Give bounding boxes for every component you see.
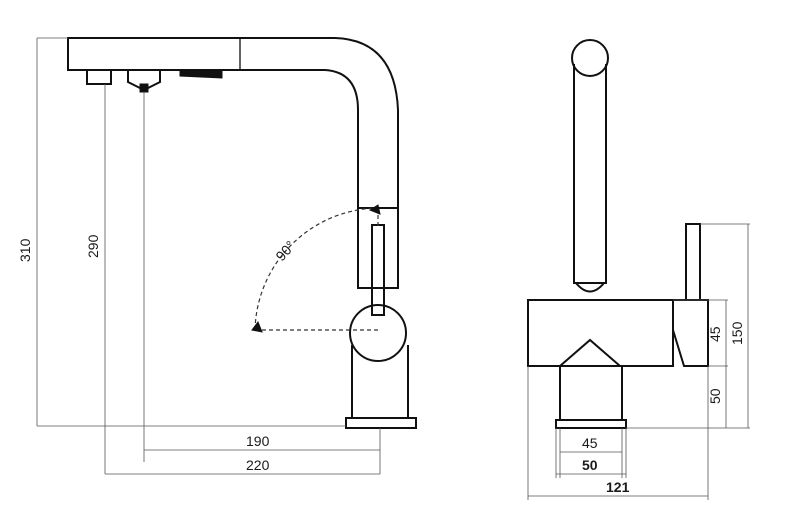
lever-front [672, 223, 709, 367]
dim-reach-190: 190 [144, 428, 381, 474]
dim-width-50: 50 [555, 428, 627, 478]
side-view: 90° 310 290 190 220 [17, 37, 417, 475]
dim-base-50: 50 [707, 388, 723, 404]
faucet-body-side [345, 207, 417, 429]
dim-total-height: 310 [17, 37, 346, 427]
dim-310-label: 310 [17, 238, 33, 262]
dim-50-horizontal-label: 50 [582, 457, 598, 473]
dim-45-horizontal-label: 45 [582, 435, 598, 451]
spout-head [67, 37, 399, 209]
dim-150-label: 150 [729, 321, 745, 345]
dim-50-vertical-label: 50 [707, 388, 723, 404]
rotation-indicator: 90° [251, 204, 381, 333]
spout-front [571, 39, 609, 293]
dim-width-45: 45 [559, 428, 623, 478]
dim-lever-150: 150 [700, 223, 750, 428]
dim-45-vertical-label: 45 [707, 326, 723, 342]
dim-body-45: 45 [673, 299, 728, 428]
dim-width-121: 121 [527, 366, 709, 500]
dim-190-label: 190 [246, 433, 270, 449]
dim-reach-220: 220 [105, 457, 380, 475]
spray-nozzles [86, 69, 223, 93]
dim-outlet-height: 290 [85, 84, 106, 474]
front-view: 150 45 50 45 50 121 [527, 39, 750, 500]
dim-220-label: 220 [246, 457, 270, 473]
dim-121-label: 121 [606, 479, 630, 495]
faucet-body-front [527, 299, 674, 429]
dim-290-label: 290 [85, 234, 101, 258]
